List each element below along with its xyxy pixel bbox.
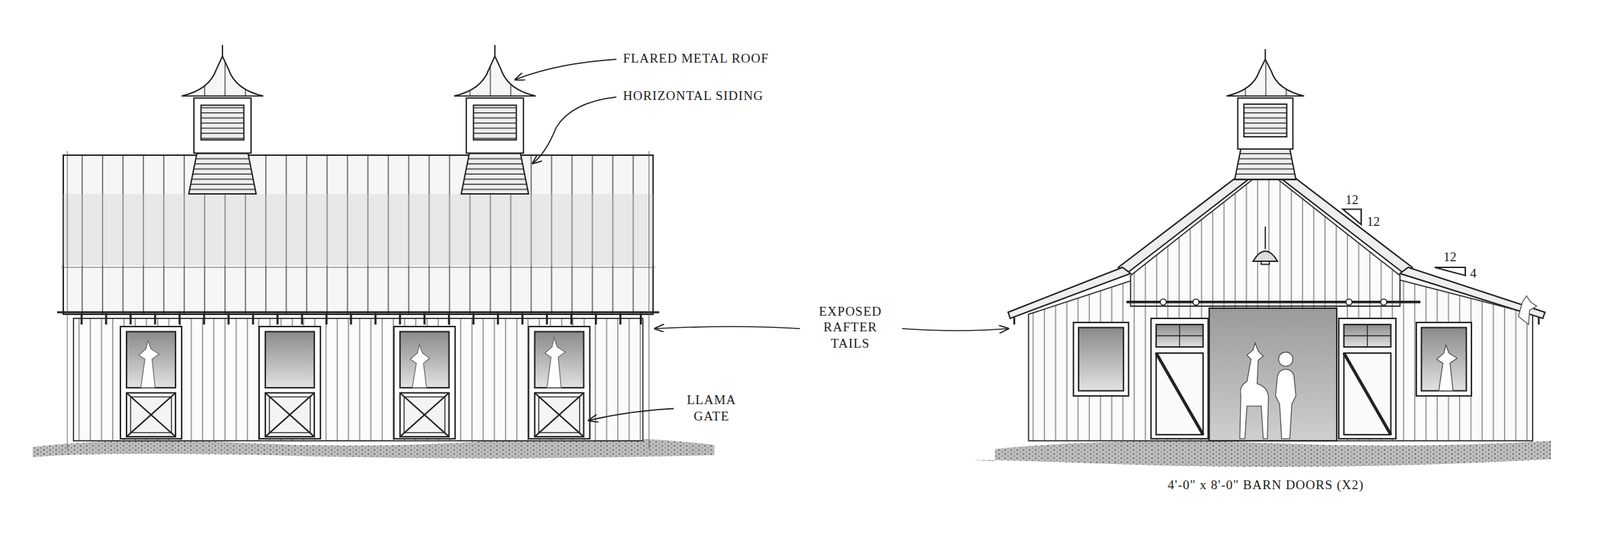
leader-lines: [515, 59, 1008, 421]
slope-number: 12: [1367, 213, 1381, 231]
callout-label: HORIZONTAL SIDING: [622, 87, 765, 105]
side-elevation: [32, 44, 715, 459]
slope-number: 4: [1470, 265, 1477, 282]
end-elevation: [973, 49, 1551, 467]
callout-label: FLARED METAL ROOF: [622, 50, 771, 67]
slope-number: 12: [1345, 191, 1359, 209]
callout-label: LLAMA GATE: [673, 392, 749, 425]
slope-number: 12: [1443, 249, 1457, 266]
callout-label: EXPOSED RAFTER TAILS: [803, 303, 897, 352]
dimension-label: 4'-0" x 8'-0" BARN DOORS (X2): [1166, 477, 1366, 494]
